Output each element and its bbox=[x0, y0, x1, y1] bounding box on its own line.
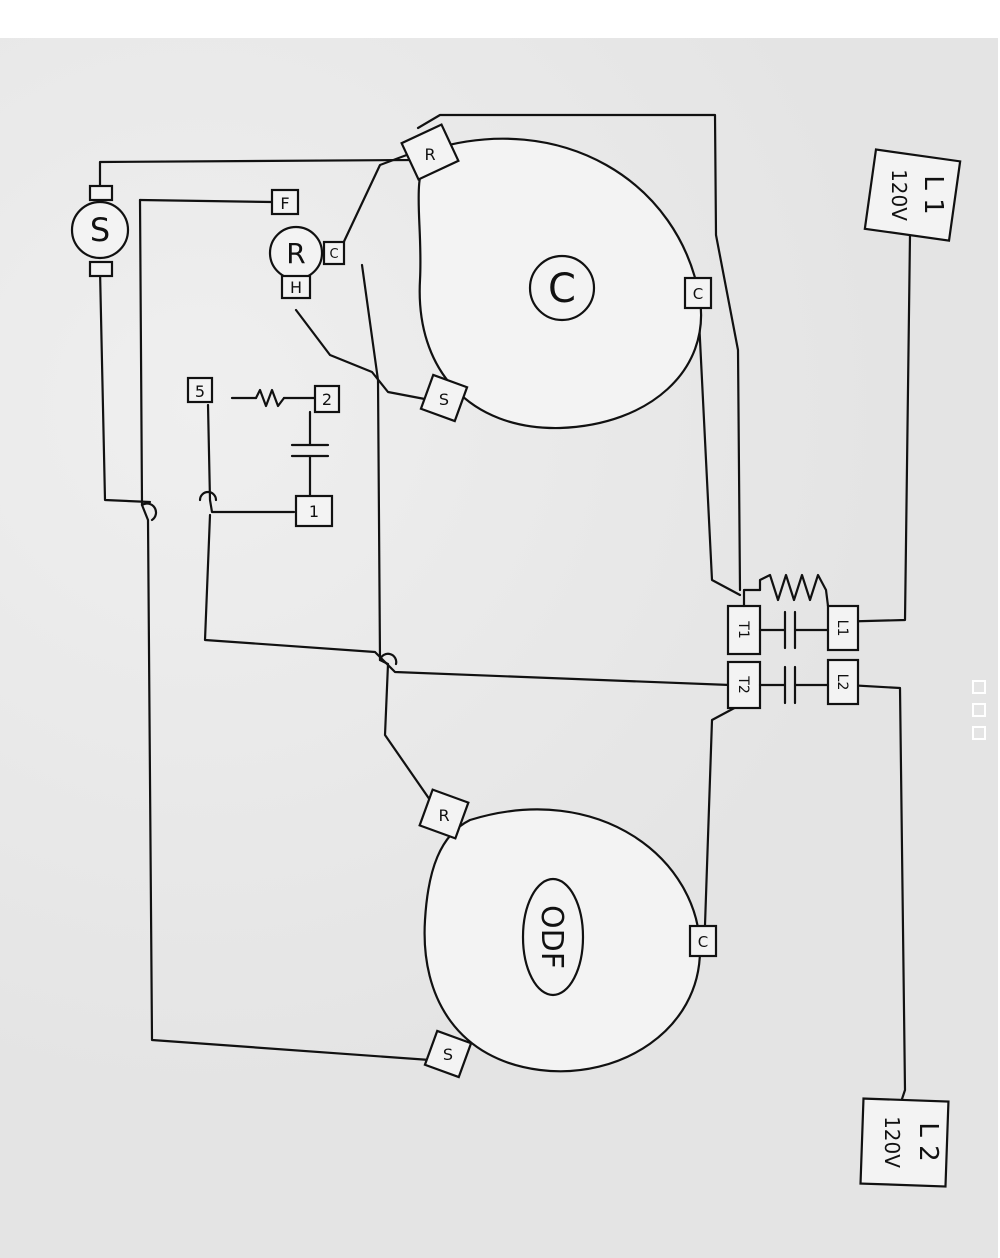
wire-relay-c bbox=[338, 148, 422, 252]
crossover-switch bbox=[198, 490, 218, 502]
supply-l1: L 1 120V bbox=[863, 148, 962, 242]
switch-2-label: 2 bbox=[322, 390, 332, 409]
compressor-s-label: S bbox=[439, 390, 449, 409]
wire-fan-down bbox=[98, 268, 152, 504]
contactor-coil-symbol bbox=[758, 573, 830, 608]
wire-fan-top bbox=[98, 140, 420, 192]
odf-label: ODF bbox=[534, 905, 569, 969]
switch-assembly: 5 2 1 bbox=[186, 376, 341, 528]
contactor-l1-label: L1 bbox=[834, 620, 850, 637]
wire-t2-line bbox=[203, 513, 732, 687]
odf-s-label: S bbox=[443, 1045, 453, 1064]
relay-terminal-c bbox=[322, 240, 346, 266]
switch-5-label: 5 bbox=[195, 382, 205, 401]
odf-motor: ODF R C S bbox=[418, 788, 718, 1079]
switch-1-label: 1 bbox=[309, 502, 319, 521]
contactor-l1 bbox=[826, 604, 860, 652]
wire-odf-c bbox=[703, 703, 742, 927]
relay-f-label: F bbox=[280, 194, 289, 213]
wire-middle-vertical bbox=[360, 263, 432, 802]
l2-box bbox=[859, 1097, 950, 1188]
relay-label: R bbox=[286, 237, 305, 270]
fan-terminal-bottom bbox=[88, 260, 114, 278]
fan-label: S bbox=[90, 211, 110, 249]
edge-square-2 bbox=[972, 703, 986, 717]
contactor-l2-label: L2 bbox=[834, 674, 850, 691]
compressor: C R C S bbox=[400, 123, 713, 430]
odf-c-label: C bbox=[698, 933, 708, 951]
odf-inner bbox=[521, 877, 585, 997]
contactor-t2-label: T2 bbox=[735, 675, 751, 693]
relay-terminal-h bbox=[280, 274, 312, 300]
contactor: T1 T2 L1 L2 bbox=[726, 573, 860, 710]
compressor-terminal-s bbox=[419, 373, 469, 423]
crossover-left bbox=[140, 502, 158, 522]
odf-terminal-c bbox=[688, 924, 718, 958]
l2-voltage: 120V bbox=[880, 1116, 904, 1168]
l1-box bbox=[863, 148, 962, 242]
switch-terminal-2 bbox=[313, 384, 341, 414]
contactor-t1-label: T1 bbox=[735, 620, 751, 638]
compressor-terminal-c bbox=[683, 276, 713, 310]
fan-motor: S bbox=[70, 184, 130, 278]
contactor-coil-lead bbox=[742, 588, 762, 608]
odf-r-label: R bbox=[438, 806, 449, 825]
compressor-inner bbox=[528, 254, 596, 322]
supply-l2: L 2 120V bbox=[859, 1097, 950, 1188]
wire-left-column bbox=[138, 198, 432, 1062]
edge-square-1 bbox=[972, 680, 986, 694]
wire-switch-5 bbox=[206, 403, 296, 514]
relay: R F H C bbox=[268, 188, 346, 300]
compressor-c-label: C bbox=[693, 285, 703, 303]
compressor-r-label: R bbox=[424, 145, 435, 164]
wire-l1 bbox=[828, 233, 912, 624]
wire-relay-h bbox=[294, 308, 432, 402]
crossover-middle bbox=[378, 652, 398, 666]
compressor-label: C bbox=[548, 266, 576, 312]
odf-terminal-s bbox=[423, 1029, 473, 1079]
wire-comp-c bbox=[696, 298, 742, 597]
compressor-terminal-r bbox=[400, 123, 460, 181]
relay-c-label: C bbox=[329, 247, 338, 262]
fan-body bbox=[70, 200, 130, 260]
switch-terminal-1 bbox=[294, 494, 334, 528]
relay-h-label: H bbox=[290, 278, 302, 297]
fan-terminal-top bbox=[88, 184, 114, 202]
wire-crossovers bbox=[140, 490, 398, 666]
switch-terminal-5 bbox=[186, 376, 214, 404]
l1-voltage: 120V bbox=[887, 169, 911, 221]
relay-terminal-f bbox=[270, 188, 300, 216]
odf-terminal-r bbox=[418, 788, 470, 840]
resistor-symbol bbox=[254, 388, 286, 408]
wire-l2 bbox=[828, 682, 907, 1107]
edge-square-3 bbox=[972, 726, 986, 740]
contactor-contact-2 bbox=[758, 665, 830, 705]
contactor-l2 bbox=[826, 658, 860, 706]
l2-name: L 2 bbox=[913, 1122, 943, 1161]
l1-name: L 1 bbox=[918, 175, 948, 214]
wire-relay-f bbox=[138, 198, 274, 204]
contactor-contact-1 bbox=[758, 610, 830, 650]
switch-capacitor-symbol bbox=[290, 410, 330, 497]
wire-top-right bbox=[416, 113, 742, 592]
